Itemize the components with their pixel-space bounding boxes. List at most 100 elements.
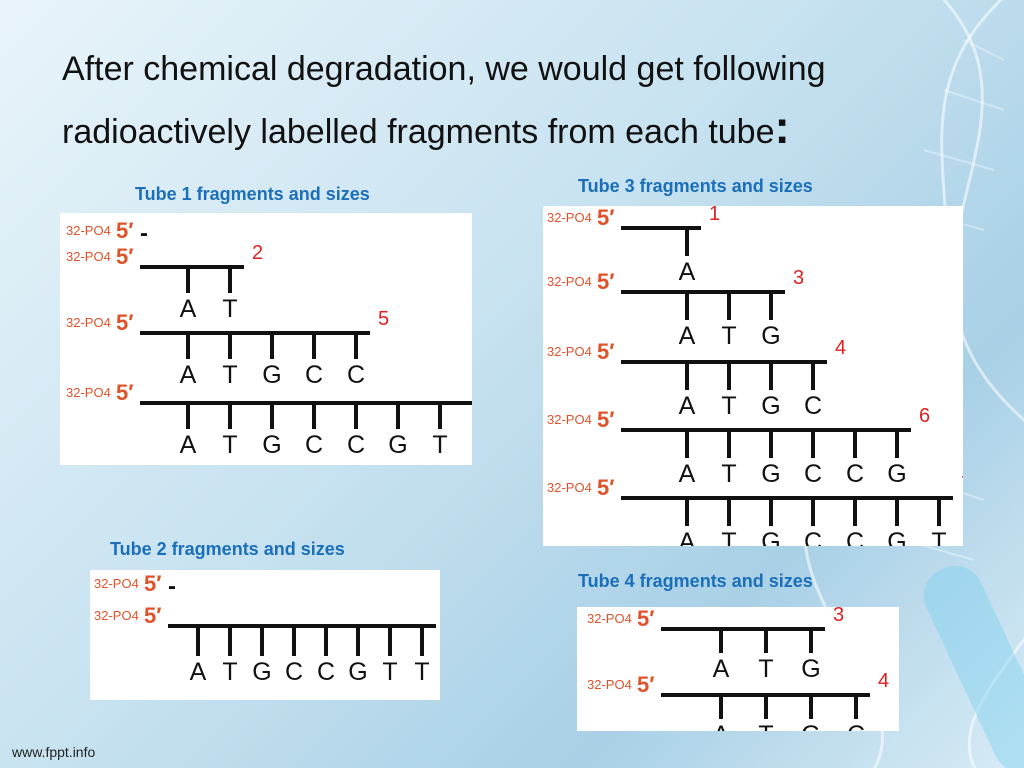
five-prime-label: 5′ — [597, 269, 615, 294]
phosphate-label: 32-PO4 — [66, 385, 111, 400]
phosphate-label: 32-PO4 — [66, 223, 111, 238]
base-letter: C — [347, 431, 365, 459]
base-letter: A — [180, 295, 197, 323]
five-prime-label: 5′ — [597, 475, 615, 500]
five-prime-label: 5′ — [637, 607, 655, 631]
base-letter: C — [305, 361, 323, 389]
tube-4-caption: Tube 4 fragments and sizes — [578, 571, 813, 591]
phosphate-label: 32-PO4 — [94, 576, 139, 591]
phosphate-label: 32-PO4 — [547, 480, 592, 495]
base-letter: G — [801, 721, 820, 731]
phosphate-label: 32-PO4 — [547, 274, 592, 289]
five-prime-label: 5′ — [637, 672, 655, 697]
base-letter: G — [761, 322, 780, 350]
fragment-size: 4 — [878, 670, 889, 692]
fragment-size: 3 — [833, 607, 844, 626]
base-letter: G — [348, 658, 367, 686]
base-letter: T — [414, 658, 429, 686]
base-letter: C — [846, 460, 864, 488]
base-letter: C — [347, 361, 365, 389]
five-prime-label: 5′ — [597, 206, 615, 230]
base-letter: T — [758, 655, 773, 683]
phosphate-label: 32-PO4 — [587, 611, 632, 626]
fragment-size: 3 — [793, 267, 804, 289]
fragment-size: 6 — [919, 405, 930, 427]
phosphate-label: 32-PO4 — [547, 210, 592, 225]
base-letter: T — [382, 658, 397, 686]
base-letter: G — [761, 528, 780, 546]
base-letter: C — [804, 528, 822, 546]
base-letter: C — [804, 460, 822, 488]
base-letter: G — [887, 460, 906, 488]
title-colon: : — [774, 101, 790, 153]
base-letter: C — [317, 658, 335, 686]
base-letter: T — [222, 658, 237, 686]
base-letter: G — [761, 460, 780, 488]
title-line-2: radioactively labelled fragments from ea… — [62, 113, 775, 151]
fragment-size: 2 — [252, 242, 263, 264]
base-letter: G — [252, 658, 271, 686]
base-letter: T — [721, 392, 736, 420]
fragment-size: 7 — [961, 473, 963, 495]
phosphate-label: 32-PO4 — [587, 677, 632, 692]
five-prime-label: 5′ — [116, 380, 134, 405]
base-letter: G — [801, 655, 820, 683]
title-line-1: After chemical degradation, we would get… — [62, 50, 826, 88]
base-letter: A — [190, 658, 207, 686]
base-letter: A — [180, 431, 197, 459]
base-letter: A — [679, 258, 696, 286]
fragment-size: 4 — [835, 337, 846, 359]
tube-3-caption: Tube 3 fragments and sizes — [578, 176, 813, 196]
base-letter: T — [222, 431, 237, 459]
fragment-size: 5 — [378, 308, 389, 330]
tube-1-caption: Tube 1 fragments and sizes — [135, 184, 370, 204]
five-prime-label: 5′ — [116, 218, 134, 243]
base-letter: T — [721, 322, 736, 350]
footer-website: www.fppt.info — [12, 744, 96, 760]
base-letter: C — [847, 721, 865, 731]
five-prime-label: 5′ — [116, 310, 134, 335]
base-letter: C — [846, 528, 864, 546]
base-letter: T — [432, 431, 447, 459]
base-letter: C — [285, 658, 303, 686]
fragment-size: 1 — [709, 206, 720, 225]
phosphate-label: 32-PO4 — [66, 249, 111, 264]
base-letter: C — [804, 392, 822, 420]
phosphate-label: 32-PO4 — [94, 608, 139, 623]
phosphate-label: 32-PO4 — [547, 412, 592, 427]
phosphate-label: 32-PO4 — [547, 344, 592, 359]
base-letter: T — [222, 295, 237, 323]
dash-mark: - — [168, 573, 176, 600]
tube-2-caption: Tube 2 fragments and sizes — [110, 539, 345, 559]
phosphate-label: 32-PO4 — [66, 315, 111, 330]
five-prime-label: 5′ — [144, 571, 162, 596]
base-letter: T — [721, 460, 736, 488]
base-letter: G — [887, 528, 906, 546]
five-prime-label: 5′ — [597, 407, 615, 432]
base-letter: T — [931, 528, 946, 546]
slide-title: After chemical degradation, we would get… — [62, 40, 982, 161]
five-prime-label: 5′ — [116, 244, 134, 269]
base-letter: G — [761, 392, 780, 420]
base-letter: A — [713, 655, 730, 683]
base-letter: A — [180, 361, 197, 389]
base-letter: A — [713, 721, 730, 731]
five-prime-label: 5′ — [597, 339, 615, 364]
base-letter: T — [222, 361, 237, 389]
base-letter: G — [262, 431, 281, 459]
base-letter: G — [388, 431, 407, 459]
base-letter: T — [758, 721, 773, 731]
base-letter: T — [721, 528, 736, 546]
five-prime-label: 5′ — [144, 603, 162, 628]
base-letter: G — [262, 361, 281, 389]
base-letter: A — [679, 528, 696, 546]
base-letter: A — [679, 322, 696, 350]
